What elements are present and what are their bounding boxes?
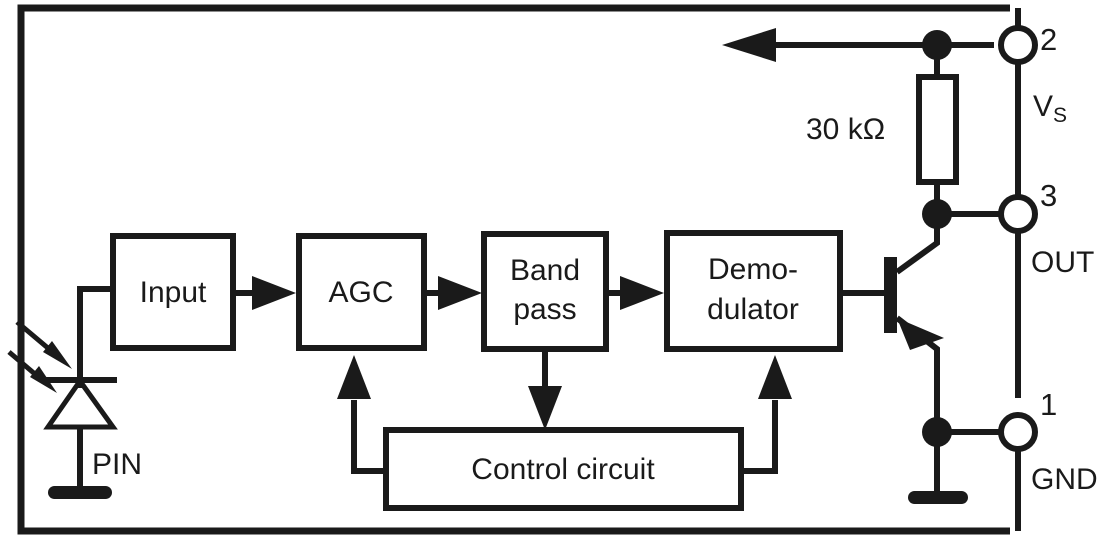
block-demodulator-label-line1: Demo- <box>708 253 798 286</box>
pin-name-vs-main: V <box>1033 90 1053 123</box>
arrow-bandpass-to-demod-head <box>620 276 664 310</box>
arrow-agc-to-bandpass-head <box>438 276 482 310</box>
pin-name-vs: VS <box>1033 90 1067 127</box>
block-agc[interactable] <box>296 233 427 351</box>
supply-feed-arrowhead <box>722 28 776 62</box>
feedback-control-to-demod-path <box>741 400 778 474</box>
arrow-input-to-agc-head <box>252 276 296 310</box>
module-outline <box>17 4 1010 535</box>
pin-terminal-vs[interactable] <box>998 25 1038 65</box>
resistor-body <box>916 74 959 185</box>
block-bandpass[interactable] <box>481 231 609 352</box>
arrow-bandpass-to-control-head <box>528 386 562 430</box>
block-bandpass-label-line1: Band <box>510 254 580 287</box>
block-agc-label: AGC <box>328 276 393 309</box>
pin-name-gnd: GND <box>1031 463 1098 496</box>
block-input[interactable] <box>110 233 236 351</box>
feedback-control-to-demod-arrowhead <box>758 355 792 399</box>
block-control-circuit-label: Control circuit <box>471 453 655 486</box>
light-ray-2-arrowhead <box>30 366 57 393</box>
feedback-control-to-agc-arrowhead <box>337 355 371 399</box>
pin-number-3: 3 <box>1040 178 1057 213</box>
photodiode-cathode-wire <box>77 286 113 388</box>
feedback-control-to-agc-path <box>351 400 386 474</box>
ground-symbol-bar <box>908 491 968 504</box>
photodiode-label: PIN <box>92 448 142 481</box>
block-demodulator[interactable] <box>664 230 843 352</box>
resistor-value-label: 30 kΩ <box>806 113 885 146</box>
junction-dot-vs <box>922 30 952 60</box>
light-ray-1-arrowhead <box>43 341 72 369</box>
pin-number-1: 1 <box>1040 387 1057 422</box>
pin-terminal-out[interactable] <box>998 194 1038 234</box>
block-input-label: Input <box>140 276 207 309</box>
pin-number-2: 2 <box>1040 22 1057 57</box>
pin-name-vs-sub: S <box>1053 104 1067 127</box>
transistor-collector-lead <box>895 214 940 275</box>
photodiode-ground-bar <box>48 486 112 499</box>
pin-terminal-gnd[interactable] <box>998 412 1038 452</box>
transistor-emitter-arrowhead <box>897 318 944 350</box>
pin-name-out: OUT <box>1031 246 1094 279</box>
transistor-base-bar <box>884 257 897 333</box>
block-bandpass-label-line2: pass <box>513 293 576 326</box>
block-demodulator-label-line2: dulator <box>707 293 799 326</box>
